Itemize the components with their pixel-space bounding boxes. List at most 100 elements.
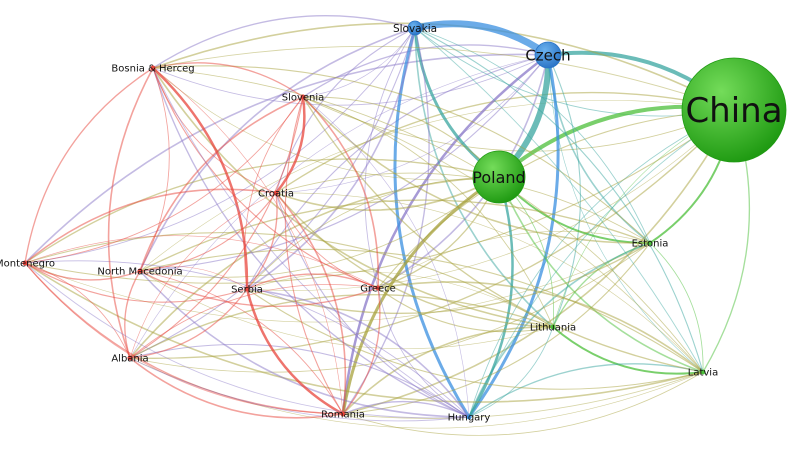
edge-slovenia-albania [129, 96, 304, 359]
edge-czech-montenegro [24, 53, 549, 264]
edge-layer [24, 15, 751, 436]
edge-czech-estonia [547, 54, 651, 244]
edge-romania-albania [129, 357, 344, 419]
edge-lithuania-serbia [246, 271, 554, 328]
edge-north_macedonia-albania [124, 270, 141, 359]
edge-croatia-albania [129, 192, 277, 359]
edge-hungary-serbia [246, 288, 470, 418]
node-label-lithuania: Lithuania [530, 323, 576, 334]
edge-poland-north_macedonia [139, 176, 500, 278]
edge-czech-bosnia [152, 54, 549, 106]
node-poland[interactable] [472, 150, 526, 204]
edge-china-greece [377, 109, 735, 289]
edge-latvia-serbia [246, 288, 704, 390]
edge-latvia-montenegro [24, 262, 704, 403]
edge-china-montenegro [24, 109, 735, 284]
node-label-romania: Romania [321, 410, 365, 421]
node-slovenia[interactable] [300, 94, 306, 100]
edge-arc-romania-latvia [342, 371, 704, 419]
edge-china-croatia [275, 91, 735, 194]
edge-lithuania-hungary [468, 326, 554, 418]
edge-croatia-bosnia [152, 67, 277, 194]
edge-arc-slovakia-latvia [414, 27, 704, 373]
node-label-slovakia: Slovakia [393, 23, 437, 35]
node-latvia[interactable] [700, 369, 706, 375]
edge-arc-albania-hungary [129, 357, 470, 422]
node-greece[interactable] [375, 285, 381, 291]
node-lithuania[interactable] [550, 324, 556, 330]
edge-estonia-serbia [246, 242, 651, 314]
edge-bosnia-north_macedonia [139, 67, 170, 272]
edge-czech-lithuania [547, 54, 582, 328]
node-albania[interactable] [127, 355, 133, 361]
edge-czech-north_macedonia [139, 54, 549, 272]
edge-serbia-north_macedonia [139, 266, 248, 290]
node-china[interactable] [681, 57, 787, 163]
edge-lithuania-albania [129, 294, 554, 359]
edge-slovakia-greece [364, 27, 416, 289]
edge-romania-slovenia [284, 96, 344, 415]
edge-slovakia-bosnia [152, 15, 416, 69]
edge-czech-hungary [467, 53, 560, 419]
edge-slovenia-bosnia [152, 62, 304, 98]
edge-latvia-north_macedonia [139, 248, 704, 373]
node-croatia[interactable] [273, 190, 279, 196]
node-estonia[interactable] [647, 240, 653, 246]
edge-china-romania [342, 109, 735, 415]
edge-serbia-bosnia [151, 66, 249, 291]
node-label-slovenia: Slovenia [282, 93, 325, 104]
edge-lithuania-latvia [552, 326, 704, 375]
edge-estonia-slovenia [302, 96, 651, 244]
node-serbia[interactable] [244, 286, 250, 292]
node-romania[interactable] [340, 411, 346, 417]
node-label-hungary: Hungary [448, 413, 491, 424]
edge-czech-croatia [275, 54, 549, 194]
edge-serbia-croatia [246, 192, 278, 290]
edge-slovakia-latvia [414, 27, 704, 373]
edge-czech-serbia [246, 54, 549, 290]
node-label-czech: Czech [525, 46, 570, 64]
node-layer [22, 20, 787, 420]
edge-hungary-bosnia [152, 67, 470, 418]
edge-romania-greece [342, 287, 381, 415]
node-montenegro[interactable] [22, 260, 28, 266]
node-north_macedonia[interactable] [137, 268, 143, 274]
edge-arc-slovenia-latvia [302, 96, 704, 373]
edge-latvia-romania [342, 371, 704, 436]
node-slovakia[interactable] [407, 20, 423, 36]
edge-serbia-montenegro [24, 262, 248, 303]
node-label-greece: Greece [360, 284, 396, 295]
edge-slovenia-montenegro [24, 96, 304, 264]
node-label-serbia: Serbia [231, 285, 263, 296]
edge-montenegro-north_macedonia [24, 262, 141, 281]
edge-hungary-slovenia [302, 96, 470, 418]
node-bosnia[interactable] [150, 65, 156, 71]
edge-greece-north_macedonia [139, 270, 379, 308]
edge-hungary-croatia [275, 192, 470, 418]
node-czech[interactable] [534, 41, 562, 69]
edge-serbia-albania [129, 288, 248, 359]
node-hungary[interactable] [466, 414, 472, 420]
edge-estonia-croatia [275, 172, 651, 244]
edge-croatia-slovenia [274, 95, 306, 195]
edge-china-albania [129, 109, 735, 359]
edge-latvia-hungary [468, 363, 704, 418]
edge-slovakia-albania [129, 27, 416, 359]
edge-poland-croatia [275, 176, 500, 211]
edge-poland-latvia [498, 176, 704, 373]
edge-romania-north_macedonia [139, 270, 344, 415]
edge-croatia-montenegro [24, 188, 277, 264]
edge-estonia-north_macedonia [139, 199, 651, 272]
edge-hungary-north_macedonia [139, 270, 470, 418]
edge-arc-bosnia-china [152, 45, 735, 111]
edge-romania-croatia [275, 192, 347, 415]
edge-latvia-greece [377, 281, 704, 373]
edge-lithuania-slovenia [302, 96, 554, 328]
edge-latvia-bosnia [152, 67, 704, 373]
edge-lithuania-croatia [275, 192, 554, 328]
edge-slovenia-north_macedonia [139, 96, 304, 272]
edge-slovakia-north_macedonia [139, 27, 416, 272]
edge-hungary-albania [129, 343, 470, 418]
edge-greece-montenegro [24, 235, 379, 289]
